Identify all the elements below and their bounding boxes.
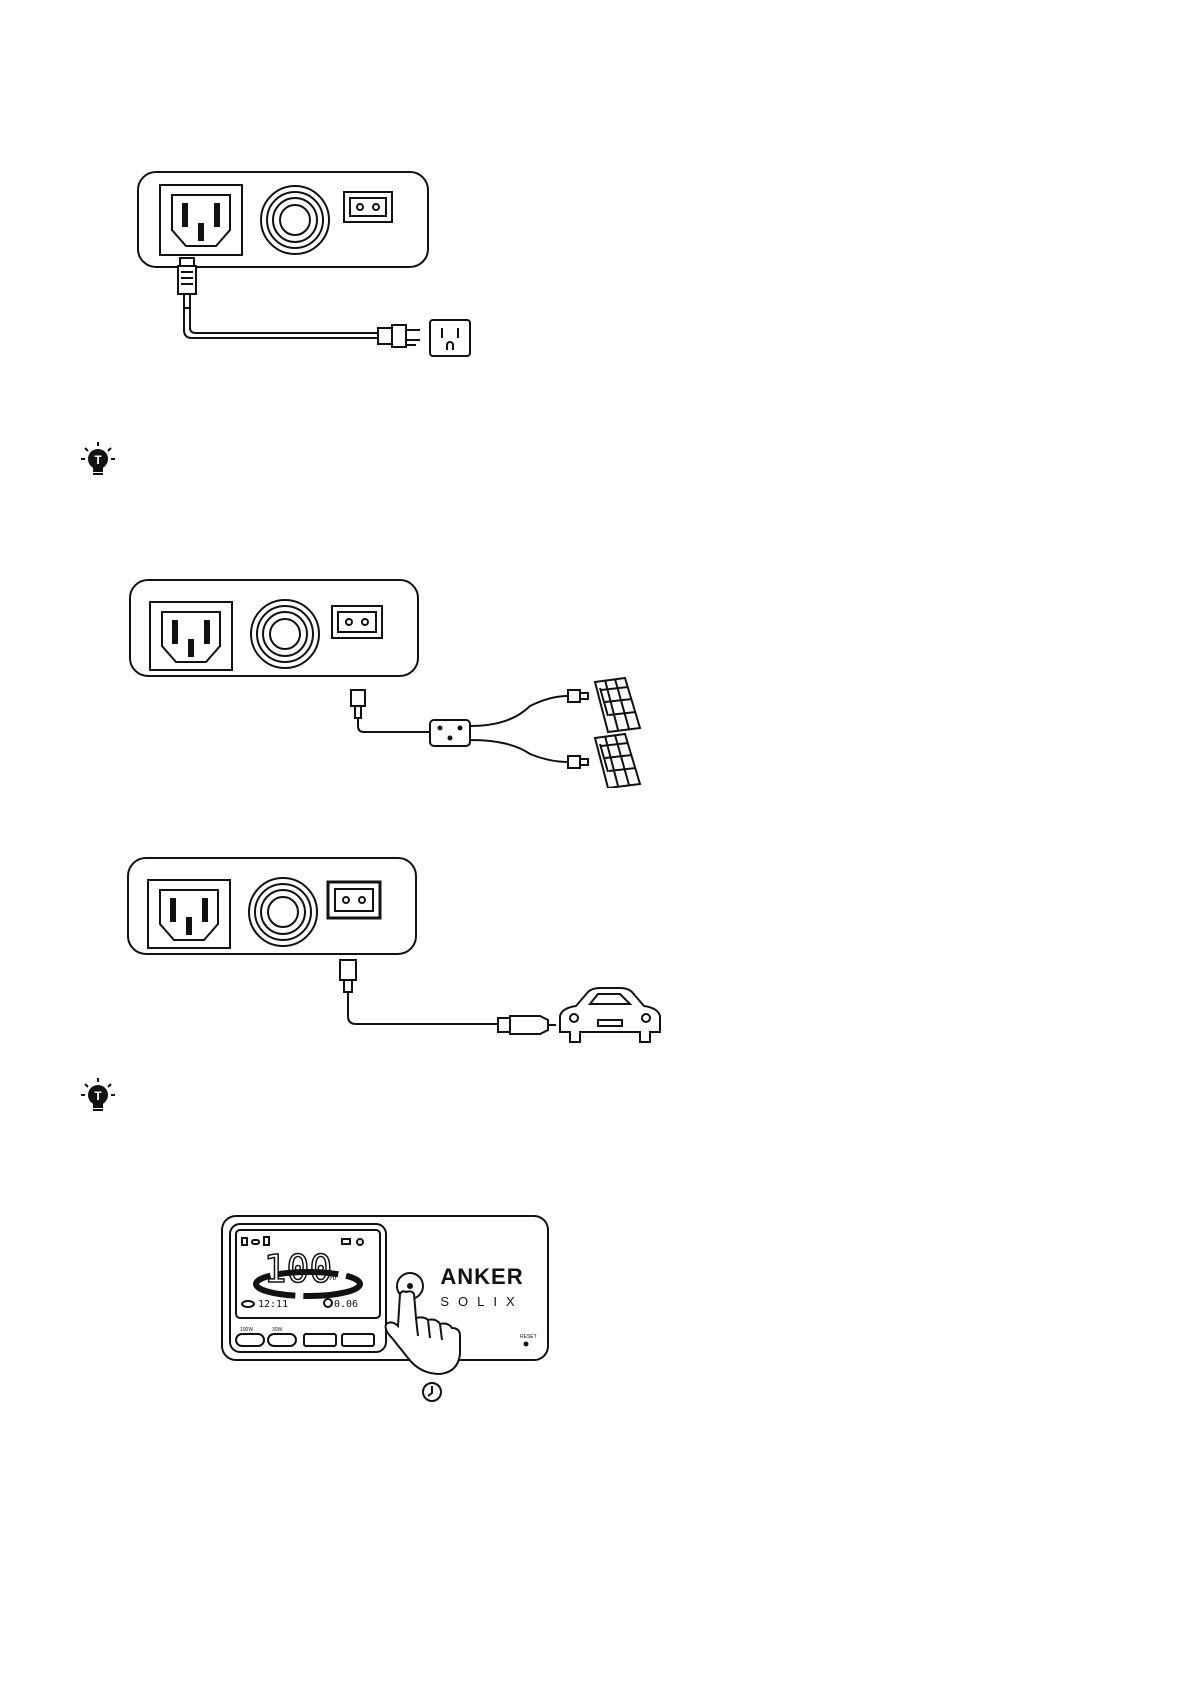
solar-cable xyxy=(358,718,430,732)
round-port xyxy=(251,600,319,668)
time-readout: 12:11 xyxy=(258,1299,288,1310)
mc4-connector xyxy=(568,690,588,702)
status-icon xyxy=(252,1240,259,1244)
y-splitter xyxy=(430,720,470,746)
round-port xyxy=(249,878,317,946)
percent-unit: % xyxy=(328,1272,336,1282)
ac-inlet xyxy=(148,880,230,948)
usb-c-label: 30W xyxy=(272,1327,283,1333)
wall-outlet-icon xyxy=(430,320,470,356)
watts-readout: 0.06 xyxy=(334,1299,358,1310)
reset-label: RESET xyxy=(520,1334,537,1340)
figure-ac-charging xyxy=(120,160,540,390)
usb-a-port-1[interactable] xyxy=(304,1334,336,1346)
status-icon xyxy=(242,1238,247,1245)
usb-c-label: 100W xyxy=(240,1327,253,1333)
clock-icon xyxy=(324,1299,332,1307)
temperature-icon xyxy=(357,1239,363,1245)
figure-car-charging xyxy=(120,856,680,1056)
lightbulb-tip-icon: T xyxy=(78,1076,118,1116)
timer-icon xyxy=(423,1383,441,1401)
battery-icon xyxy=(342,1239,350,1244)
svg-text:T: T xyxy=(94,1089,102,1103)
xt60-plug xyxy=(351,690,365,718)
power-icon xyxy=(408,1284,412,1288)
xt60-port xyxy=(332,606,382,638)
battery-percent: 100 xyxy=(264,1247,333,1291)
xt60-plug xyxy=(340,960,356,992)
xt60-port xyxy=(344,192,392,222)
mc4-connector xyxy=(568,756,588,768)
svg-text:T: T xyxy=(94,453,102,467)
usb-c-port-2[interactable] xyxy=(268,1334,296,1346)
input-icon xyxy=(242,1301,254,1307)
ac-inlet xyxy=(160,185,242,255)
car-charger-plug xyxy=(498,1016,556,1034)
status-icon xyxy=(264,1237,269,1245)
usb-a-port-2[interactable] xyxy=(342,1334,374,1346)
car-icon xyxy=(560,988,660,1042)
wall-plug xyxy=(378,325,420,347)
reset-button[interactable] xyxy=(525,1343,528,1346)
ac-plug xyxy=(178,258,196,308)
solar-panel-icon xyxy=(595,734,640,788)
lightbulb-tip-icon: T xyxy=(78,440,118,480)
brand-solix: SOLIX xyxy=(440,1294,523,1309)
ac-inlet xyxy=(150,602,232,670)
figure-power-button: 100 % 12:11 0.06 100W 30W ANKER SOLIX RE… xyxy=(220,1214,560,1404)
car-cable xyxy=(348,992,498,1024)
brand-anker: ANKER xyxy=(440,1264,523,1289)
figure-solar-charging xyxy=(120,578,660,788)
round-port xyxy=(261,186,329,254)
solar-panel-icon xyxy=(595,678,640,732)
usb-c-port-1[interactable] xyxy=(236,1334,264,1346)
xt60-port xyxy=(328,882,380,918)
